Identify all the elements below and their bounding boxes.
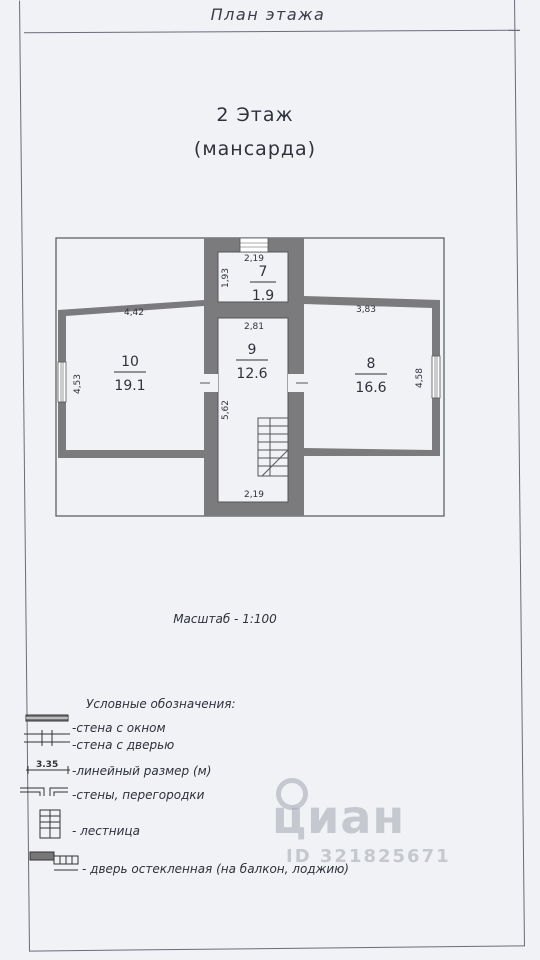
room10-number: 10 — [121, 354, 139, 370]
floor-title: 2 Этаж — [216, 104, 294, 126]
dim-room10-side: 4,53 — [73, 374, 83, 394]
dim-room8-top: 3,83 — [356, 305, 376, 315]
location-pin-icon — [276, 778, 308, 810]
page-title: План этажа — [210, 5, 326, 24]
linear-dimension-icon — [26, 766, 70, 774]
dim-room9-bottom: 2,19 — [244, 490, 264, 500]
scale-label: Масштаб - 1:100 — [173, 612, 277, 626]
walls-partitions-icon — [20, 787, 68, 796]
room8-area: 16.6 — [355, 380, 386, 396]
dim-room10-top: 4,42 — [124, 308, 144, 318]
room8-number: 8 — [367, 356, 376, 372]
dim-room8-side: 4,58 — [415, 368, 425, 388]
legend-wall-door: -стена с дверью — [72, 738, 175, 752]
wall-with-door-icon — [24, 730, 70, 746]
legend-dimension: -линейный размер (м) — [72, 764, 212, 778]
staircase-icon — [257, 417, 289, 477]
legend-title: Условные обозначения: — [86, 697, 236, 711]
legend-wall-window: -стена с окном — [72, 721, 166, 735]
room7-number: 7 — [259, 264, 268, 280]
legend-walls: -стены, перегородки — [72, 788, 205, 802]
watermark-id: ID 321825671 — [286, 846, 451, 867]
dim-room7-top: 2,19 — [244, 254, 264, 264]
legend-glazed-door: - дверь остекленная (на балкон, лоджию) — [82, 862, 349, 876]
glazed-door-icon — [29, 851, 79, 871]
staircase-legend-icon — [39, 809, 61, 839]
dim-room9-top: 2,81 — [244, 322, 264, 332]
room9-number: 9 — [248, 342, 257, 358]
watermark-brand: циан — [272, 790, 406, 844]
legend-stairs: - лестница — [72, 824, 140, 838]
room10-area: 19.1 — [114, 378, 145, 394]
window-icon — [57, 237, 441, 403]
room9-area: 12.6 — [236, 366, 267, 382]
dim-room9-side: 5,62 — [221, 400, 231, 420]
room7-area: 1.9 — [252, 288, 274, 304]
dimension-sample: 3.35 — [36, 760, 58, 770]
dim-room7-side: 1,93 — [221, 268, 231, 288]
wall-with-window-icon — [25, 714, 69, 722]
floor-subtitle: (мансарда) — [193, 138, 317, 160]
